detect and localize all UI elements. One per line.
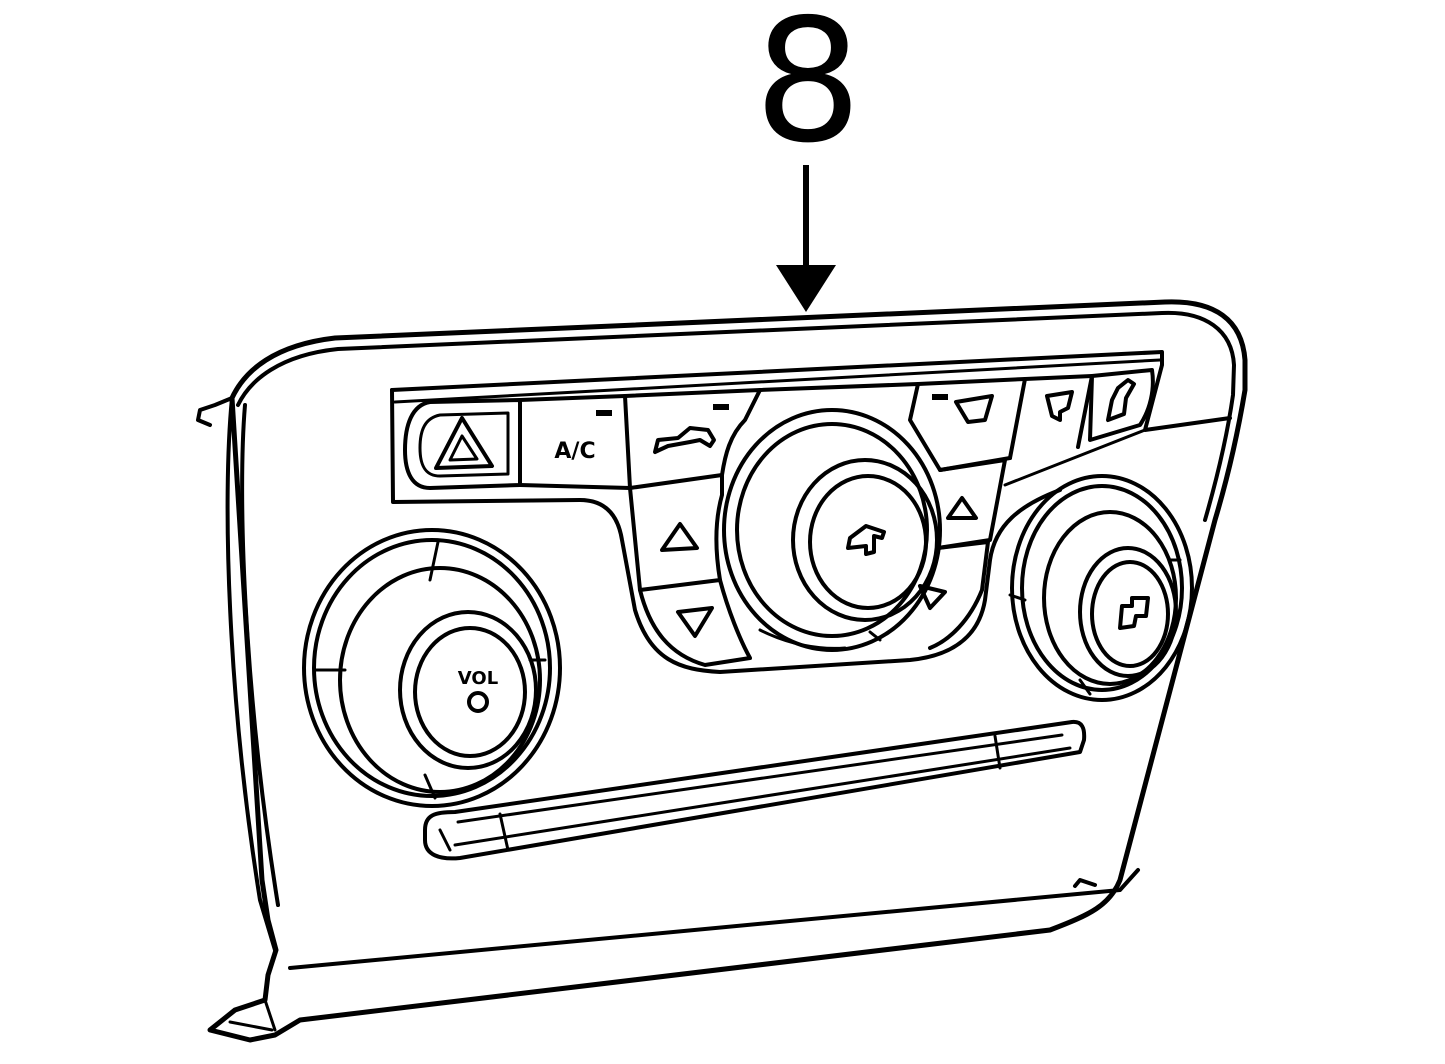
callout-number: 8 xyxy=(754,0,862,181)
fan-house-icon xyxy=(846,524,886,556)
seat-button[interactable] xyxy=(1088,368,1155,442)
seat-icon xyxy=(1106,378,1136,422)
mode-button[interactable] xyxy=(758,377,1027,472)
recirc-indicator-led xyxy=(713,404,729,410)
fan-down-arrow-icon xyxy=(676,606,714,638)
floor-vent-icon xyxy=(1045,390,1074,422)
left-volume-knob[interactable]: VOL xyxy=(302,528,562,808)
temp-up-button[interactable] xyxy=(936,458,1007,550)
temp-up-arrow-icon xyxy=(946,496,978,520)
mode-indicator-led xyxy=(932,394,948,400)
button-strip-frame xyxy=(390,350,1232,674)
recirculation-button[interactable] xyxy=(623,388,762,490)
temp-down-arrow-icon xyxy=(918,584,947,610)
right-tune-knob[interactable] xyxy=(1008,474,1194,702)
ac-button[interactable]: A/C xyxy=(518,394,632,490)
callout-arrow xyxy=(776,165,836,312)
power-indicator-icon xyxy=(467,691,489,713)
ac-button-label: A/C xyxy=(554,439,595,464)
media-source-icon xyxy=(1118,596,1150,630)
recirculation-car-icon xyxy=(653,426,716,454)
floor-vent-button[interactable] xyxy=(1023,374,1094,449)
centre-fan-knob[interactable] xyxy=(722,408,942,652)
fan-up-arrow-icon xyxy=(660,522,699,552)
hazard-button[interactable] xyxy=(403,398,522,490)
volume-knob-label: VOL xyxy=(458,668,498,689)
ac-indicator-led xyxy=(596,410,612,416)
panel-bezel xyxy=(196,299,1248,1043)
cd-slot xyxy=(423,719,1087,861)
temp-down-button[interactable] xyxy=(918,540,990,650)
fan-down-button[interactable] xyxy=(638,578,752,667)
defrost-windshield-icon xyxy=(954,394,994,424)
fan-up-button[interactable] xyxy=(628,473,724,592)
hazard-triangle-icon xyxy=(434,416,494,470)
